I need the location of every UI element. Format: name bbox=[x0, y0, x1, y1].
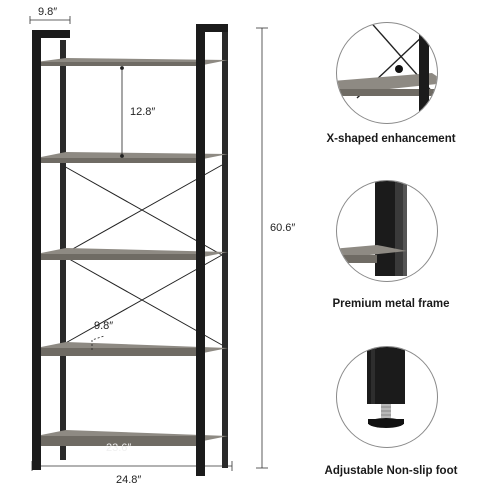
shelf-depth-label: 9.8″ bbox=[94, 320, 114, 332]
height-label: 60.6″ bbox=[270, 222, 296, 234]
feature-caption-3: Adjustable Non-slip foot bbox=[324, 465, 458, 477]
depth-label: 9.8″ bbox=[38, 6, 58, 18]
height-dimension-line bbox=[256, 27, 268, 469]
metal-frame-detail-icon bbox=[336, 180, 438, 282]
shelf-depth-indicator bbox=[91, 335, 105, 350]
front-left-post bbox=[32, 30, 41, 470]
x-brace bbox=[61, 164, 223, 346]
depth-dimension-line bbox=[29, 16, 71, 24]
shelf-gap-label: 12.8″ bbox=[130, 106, 156, 118]
leveling-foot-detail-icon bbox=[336, 346, 438, 448]
shelf-gap-indicator bbox=[120, 66, 124, 158]
back-right-post bbox=[222, 28, 228, 468]
feature-caption-1: X-shaped enhancement bbox=[326, 133, 456, 145]
x-brace-detail-icon bbox=[336, 22, 438, 124]
front-right-post bbox=[196, 24, 205, 476]
overall-width-label: 24.8″ bbox=[116, 474, 142, 486]
shelf-width-label: 23.6″ bbox=[106, 442, 132, 454]
feature-caption-2: Premium metal frame bbox=[332, 298, 450, 310]
shelves bbox=[36, 58, 228, 446]
